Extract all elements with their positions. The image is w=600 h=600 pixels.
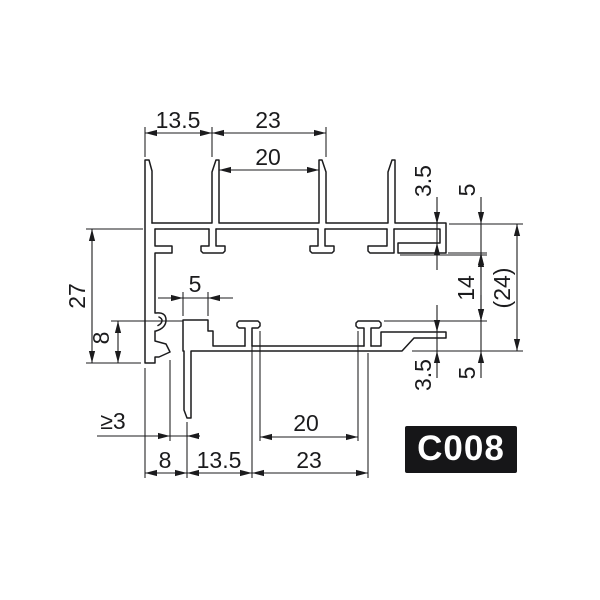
dim-label-bottom-13-5: 13.5 bbox=[197, 447, 242, 473]
dim-label-right-14: 14 bbox=[453, 275, 479, 301]
part-number-label: C008 bbox=[417, 429, 505, 468]
dim-label-bottom-8: 8 bbox=[159, 447, 172, 473]
dim-right-5-top: 5 bbox=[448, 184, 487, 280]
dim-label-right-24: (24) bbox=[489, 268, 515, 309]
dim-right-24: (24) bbox=[412, 223, 523, 352]
profile-bottom-rail bbox=[182, 319, 447, 419]
dim-label-left-27: 27 bbox=[64, 283, 90, 309]
dim-right-3-5-top: 3.5 bbox=[410, 165, 441, 270]
dim-top-13-5: 13.5 bbox=[144, 107, 213, 157]
badge-background bbox=[405, 426, 517, 473]
dim-label-right-5-top: 5 bbox=[454, 184, 480, 197]
extension-lines bbox=[86, 228, 143, 364]
dim-bottom-13-5: 13.5 bbox=[187, 331, 253, 478]
dim-label-right-3-5-top: 3.5 bbox=[410, 165, 436, 197]
profile-bottom-hooks bbox=[236, 320, 382, 347]
dim-label-left-8: 8 bbox=[88, 332, 114, 345]
dim-bottom-23: 23 bbox=[252, 353, 369, 478]
dim-bottom-ge3: ≥3 bbox=[97, 360, 200, 441]
dim-right-14: 14 bbox=[384, 254, 487, 322]
dim-middle-5: 5 bbox=[158, 271, 233, 316]
dim-right-3-5-bottom: 3.5 bbox=[410, 305, 441, 391]
dim-left-8: 8 bbox=[88, 320, 183, 363]
dim-label-bottom-20: 20 bbox=[293, 410, 319, 436]
part-number-badge: C008 bbox=[405, 426, 517, 473]
profile-top-rail bbox=[151, 159, 447, 254]
dim-left-27: 27 bbox=[64, 228, 143, 364]
extension-lines bbox=[412, 223, 523, 352]
dim-label-right-3-5-bottom: 3.5 bbox=[410, 359, 436, 391]
dimensions: 13.5 23 20 27 8 bbox=[64, 107, 523, 478]
extrusion-profile bbox=[144, 159, 447, 419]
dim-bottom-20: 20 bbox=[259, 331, 359, 441]
dim-label-top-20: 20 bbox=[255, 144, 281, 170]
extension-lines bbox=[144, 368, 188, 478]
dim-label-bottom-23: 23 bbox=[296, 447, 322, 473]
dim-label-right-5-bottom: 5 bbox=[454, 367, 480, 380]
dim-bottom-8: 8 bbox=[144, 368, 188, 478]
dim-label-bottom-ge3: ≥3 bbox=[100, 408, 125, 434]
dim-right-5-bottom: 5 bbox=[454, 295, 485, 380]
dim-label-top-13-5: 13.5 bbox=[156, 107, 201, 133]
dim-label-top-23: 23 bbox=[255, 107, 281, 133]
profile-left-wall-and-clip bbox=[144, 159, 173, 364]
dim-top-23: 23 bbox=[212, 107, 327, 157]
profile-top-hooks bbox=[200, 228, 395, 254]
dim-top-20: 20 bbox=[219, 144, 319, 174]
dim-label-middle-5: 5 bbox=[189, 271, 202, 297]
extension-lines bbox=[259, 331, 359, 441]
